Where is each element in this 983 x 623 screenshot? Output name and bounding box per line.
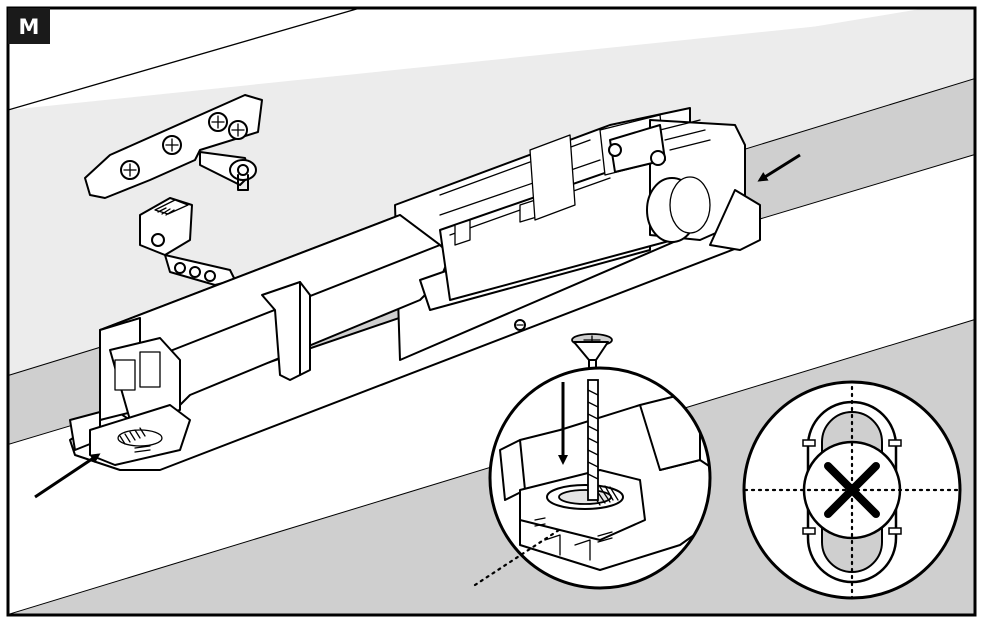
dotted-leader: [473, 526, 564, 587]
panel-frame: [6, 6, 977, 617]
arrow-icon: [34, 153, 801, 499]
door-closer-body: [69, 107, 761, 471]
detail-magnifier: [473, 366, 712, 590]
cross-icon: [824, 462, 880, 518]
step-label: M: [19, 15, 40, 39]
hole-magnifier: [742, 380, 962, 600]
screw-icon: [120, 112, 248, 180]
step-badge: M: [8, 8, 50, 44]
mounting-bracket: [84, 94, 263, 199]
